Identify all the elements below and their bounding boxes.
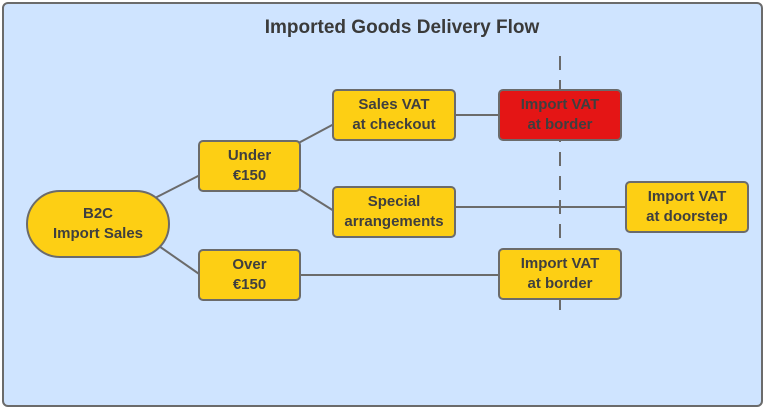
node-label-line2: at checkout — [352, 116, 436, 133]
node-label-line1: Over — [232, 256, 267, 273]
node-over-150[interactable]: Over €150 — [198, 249, 301, 301]
node-label-line2: Import Sales — [52, 225, 144, 242]
node-label-line2: at doorstep — [646, 208, 728, 225]
node-label-line1: Import VAT — [520, 96, 600, 113]
node-label-line2: at border — [527, 275, 593, 292]
edge-b2c-over — [155, 243, 203, 277]
node-b2c-import-sales[interactable]: B2C Import Sales — [26, 190, 170, 258]
node-import-vat-at-border[interactable]: Import VAT at border — [498, 248, 622, 300]
node-label-line1: B2C — [82, 205, 113, 222]
diagram-title: Imported Goods Delivery Flow — [264, 17, 540, 38]
node-label-line2: €150 — [232, 276, 267, 293]
node-label-line2: at border — [527, 116, 593, 133]
node-sales-vat-at-checkout[interactable]: Sales VAT at checkout — [332, 89, 456, 141]
edge-b2c-under — [152, 173, 203, 200]
node-special-arrangements[interactable]: Special arrangements — [332, 186, 456, 238]
node-import-vat-at-border-highlight[interactable]: Import VAT at border — [498, 89, 622, 141]
node-label-line1: Sales VAT — [358, 96, 430, 113]
node-label-line1: Import VAT — [647, 188, 727, 205]
node-label-line1: Special — [367, 193, 421, 210]
node-under-150[interactable]: Under €150 — [198, 140, 301, 192]
node-label-line1: Under — [227, 147, 272, 164]
node-label-line2: arrangements — [344, 213, 444, 230]
node-import-vat-at-doorstep[interactable]: Import VAT at doorstep — [625, 181, 749, 233]
node-label-line1: Import VAT — [520, 255, 600, 272]
node-label-line2: €150 — [232, 167, 267, 184]
